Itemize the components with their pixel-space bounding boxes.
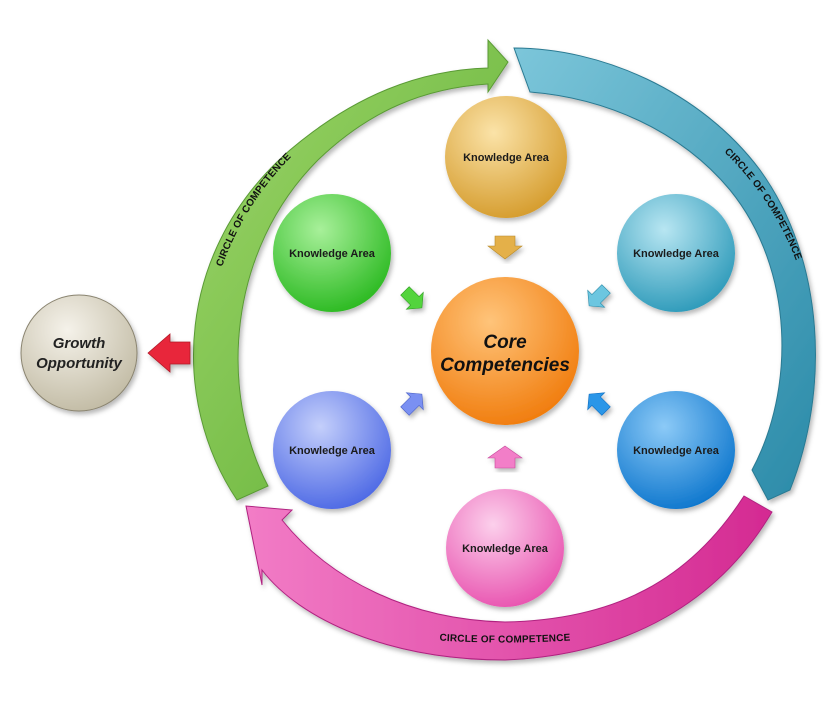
knowledge-area-label: Knowledge Area xyxy=(289,445,376,457)
ring-arc-pink xyxy=(245,495,773,661)
knowledge-area-label: Knowledge Area xyxy=(462,543,549,555)
knowledge-area-top: Knowledge Area xyxy=(445,96,567,218)
ring-arc-teal xyxy=(513,47,816,501)
knowledge-area-upper-right: Knowledge Area xyxy=(617,194,735,312)
knowledge-area-label: Knowledge Area xyxy=(633,445,720,457)
growth-arrow xyxy=(147,333,191,373)
ring-label-pink: CIRCLE OF COMPETENCE xyxy=(439,633,571,646)
knowledge-area-bottom: Knowledge Area xyxy=(446,489,564,607)
core-competencies-circle: Core Competencies xyxy=(431,277,579,425)
core-label-line2: Competencies xyxy=(440,355,570,376)
knowledge-area-upper-left: Knowledge Area xyxy=(273,194,391,312)
arrow-from-lower-right xyxy=(587,392,611,416)
growth-label-line2: Opportunity xyxy=(36,355,122,372)
arrow-from-upper-left xyxy=(400,286,424,310)
knowledge-area-lower-right: Knowledge Area xyxy=(617,391,735,509)
arrow-from-bottom xyxy=(487,445,523,469)
knowledge-area-lower-left: Knowledge Area xyxy=(273,391,391,509)
core-label-line1: Core xyxy=(483,332,527,353)
ring-arc-green xyxy=(193,38,509,501)
growth-label-line1: Growth xyxy=(53,335,106,352)
knowledge-area-label: Knowledge Area xyxy=(289,248,376,260)
arrow-from-top xyxy=(487,235,523,260)
knowledge-area-label: Knowledge Area xyxy=(633,248,720,260)
knowledge-area-label: Knowledge Area xyxy=(463,152,550,164)
arrow-from-upper-right xyxy=(587,284,611,308)
growth-opportunity-circle: Growth Opportunity xyxy=(20,294,138,412)
arrow-from-lower-left xyxy=(400,392,424,416)
